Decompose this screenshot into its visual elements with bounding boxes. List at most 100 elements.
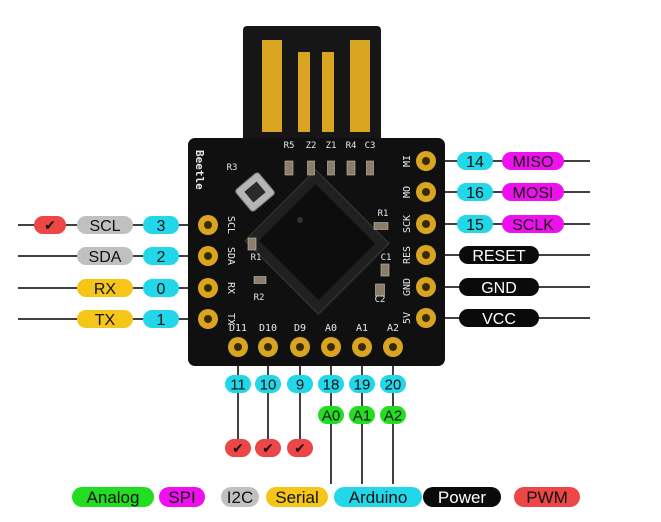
- legend-power-bg: [423, 487, 501, 507]
- right-func-1-bg: [502, 183, 564, 201]
- smd-part-9: [253, 276, 267, 284]
- bottom-pwm-1-bg: [255, 439, 281, 457]
- silk-right-5: 5V: [402, 312, 413, 324]
- bottom-arduino-0-text: 11: [230, 376, 246, 393]
- left-func-1-bg: [77, 247, 133, 265]
- bottom-pwm-2-bg: [287, 439, 313, 457]
- right-func-1-text: MOSI: [513, 185, 554, 202]
- usb-contact-vcc: [350, 40, 370, 132]
- right-arduino-1-text: 16: [466, 185, 484, 202]
- left-func-2-bg: [77, 279, 133, 297]
- right-arduino-2-bg: [457, 215, 493, 233]
- right-arduino-2-text: 15: [466, 217, 484, 234]
- silk-component-0: R5: [284, 141, 295, 151]
- bottom-arduino-2-text: 9: [296, 376, 304, 393]
- bottom-arduino-5: 20: [380, 375, 406, 393]
- left-arduino-2: 0: [143, 279, 179, 298]
- right-func-0-bg: [502, 152, 564, 170]
- left-func-0-bg: [77, 216, 133, 234]
- legend-pwm: PWM: [514, 487, 580, 507]
- smd-part-6: [380, 263, 390, 277]
- bottom-analog-3: A0: [318, 406, 344, 424]
- silk-right-4: GND: [402, 278, 413, 296]
- left-func-3-text: TX: [95, 312, 116, 329]
- gold-pads: [198, 151, 436, 357]
- legend-serial-bg: [266, 487, 328, 507]
- silk-component-10: C2: [375, 295, 386, 305]
- bottom-analog-4-bg: [349, 406, 375, 424]
- left-arduino-3-text: 1: [157, 312, 166, 329]
- left-func-1-text: SDA: [89, 249, 122, 266]
- legend-serial-text: Serial: [275, 488, 318, 507]
- left-pad-hole-0: [204, 221, 212, 229]
- right-pad-hole-4: [422, 283, 430, 291]
- right-pad-hole-1: [422, 188, 430, 196]
- silk-component-4: C3: [365, 141, 376, 151]
- silk-component-6: R1: [378, 209, 389, 219]
- left-func-2: RX: [77, 279, 133, 298]
- silk-left-3: TX: [225, 313, 236, 325]
- right-func-5: VCC: [459, 309, 539, 328]
- bottom-arduino-3-bg: [318, 375, 344, 393]
- right-pad-hole-0: [422, 157, 430, 165]
- silk-bottom-0: D11: [229, 323, 247, 334]
- right-func-4: GND: [459, 278, 539, 297]
- silk-right-2: SCK: [402, 215, 413, 233]
- left-arduino-1: 2: [143, 247, 179, 266]
- silk-component-8: C1: [381, 253, 392, 263]
- right-func-3-text: RESET: [472, 248, 526, 265]
- bottom-arduino-1-text: 10: [260, 376, 277, 393]
- left-pad-hole-1: [204, 252, 212, 260]
- bottom-arduino-4: 19: [349, 375, 375, 393]
- right-arduino-2: 15: [457, 215, 493, 234]
- smd-part-4: [366, 160, 374, 176]
- silk-right-3: RES: [402, 246, 413, 264]
- right-func-2-text: SCLK: [512, 217, 554, 234]
- legend-analog: Analog: [72, 487, 154, 507]
- bottom-analog-3-text: A0: [322, 407, 340, 424]
- bottom-arduino-0-bg: [225, 375, 251, 393]
- crystal-top: [244, 181, 266, 203]
- left-pad-hole-2: [204, 284, 212, 292]
- right-arduino-1: 16: [457, 183, 493, 202]
- silk-bottom-2: D9: [294, 323, 306, 334]
- left-arduino-1-text: 2: [157, 249, 166, 266]
- bottom-pad-hole-1: [264, 343, 272, 351]
- legend-power-text: Power: [438, 488, 487, 507]
- left-pwm-0-bg: [34, 216, 66, 234]
- microcontroller-chip: [244, 169, 390, 315]
- silk-component-2: Z1: [326, 141, 337, 151]
- smd-part-3: [346, 160, 356, 176]
- bottom-analog-4: A1: [349, 406, 375, 424]
- legend-spi: SPI: [159, 487, 205, 507]
- left-func-3-bg: [77, 310, 133, 328]
- right-func-0-text: MISO: [513, 154, 554, 171]
- chip-package: [259, 184, 375, 300]
- legend-pwm-bg: [514, 487, 580, 507]
- bottom-pad-hole-4: [358, 343, 366, 351]
- bottom-pad-hole-3: [327, 343, 335, 351]
- legend-arduino-bg: [334, 487, 422, 507]
- right-arduino-0: 14: [457, 152, 493, 171]
- legend-analog-bg: [72, 487, 154, 507]
- legend-i2c-bg: [221, 487, 259, 507]
- bottom-pwm-2: ✔: [287, 439, 313, 457]
- silk-component-3: R4: [346, 141, 357, 151]
- left-pwm-0: ✔: [34, 216, 66, 234]
- bottom-analog-5: A2: [380, 406, 406, 424]
- right-func-2-bg: [502, 215, 564, 233]
- right-func-1: MOSI: [502, 183, 564, 202]
- right-pad-hole-2: [422, 220, 430, 228]
- right-pad-hole-5: [422, 314, 430, 322]
- right-func-3: RESET: [459, 246, 539, 265]
- right-func-4-bg: [459, 278, 539, 296]
- usb-contact-dminus: [322, 52, 334, 132]
- bottom-pad-hole-2: [296, 343, 304, 351]
- bottom-arduino-3: 18: [318, 375, 344, 393]
- smd-part-8: [247, 237, 257, 251]
- silk-component-5: R3: [227, 163, 238, 173]
- right-func-0: MISO: [502, 152, 564, 171]
